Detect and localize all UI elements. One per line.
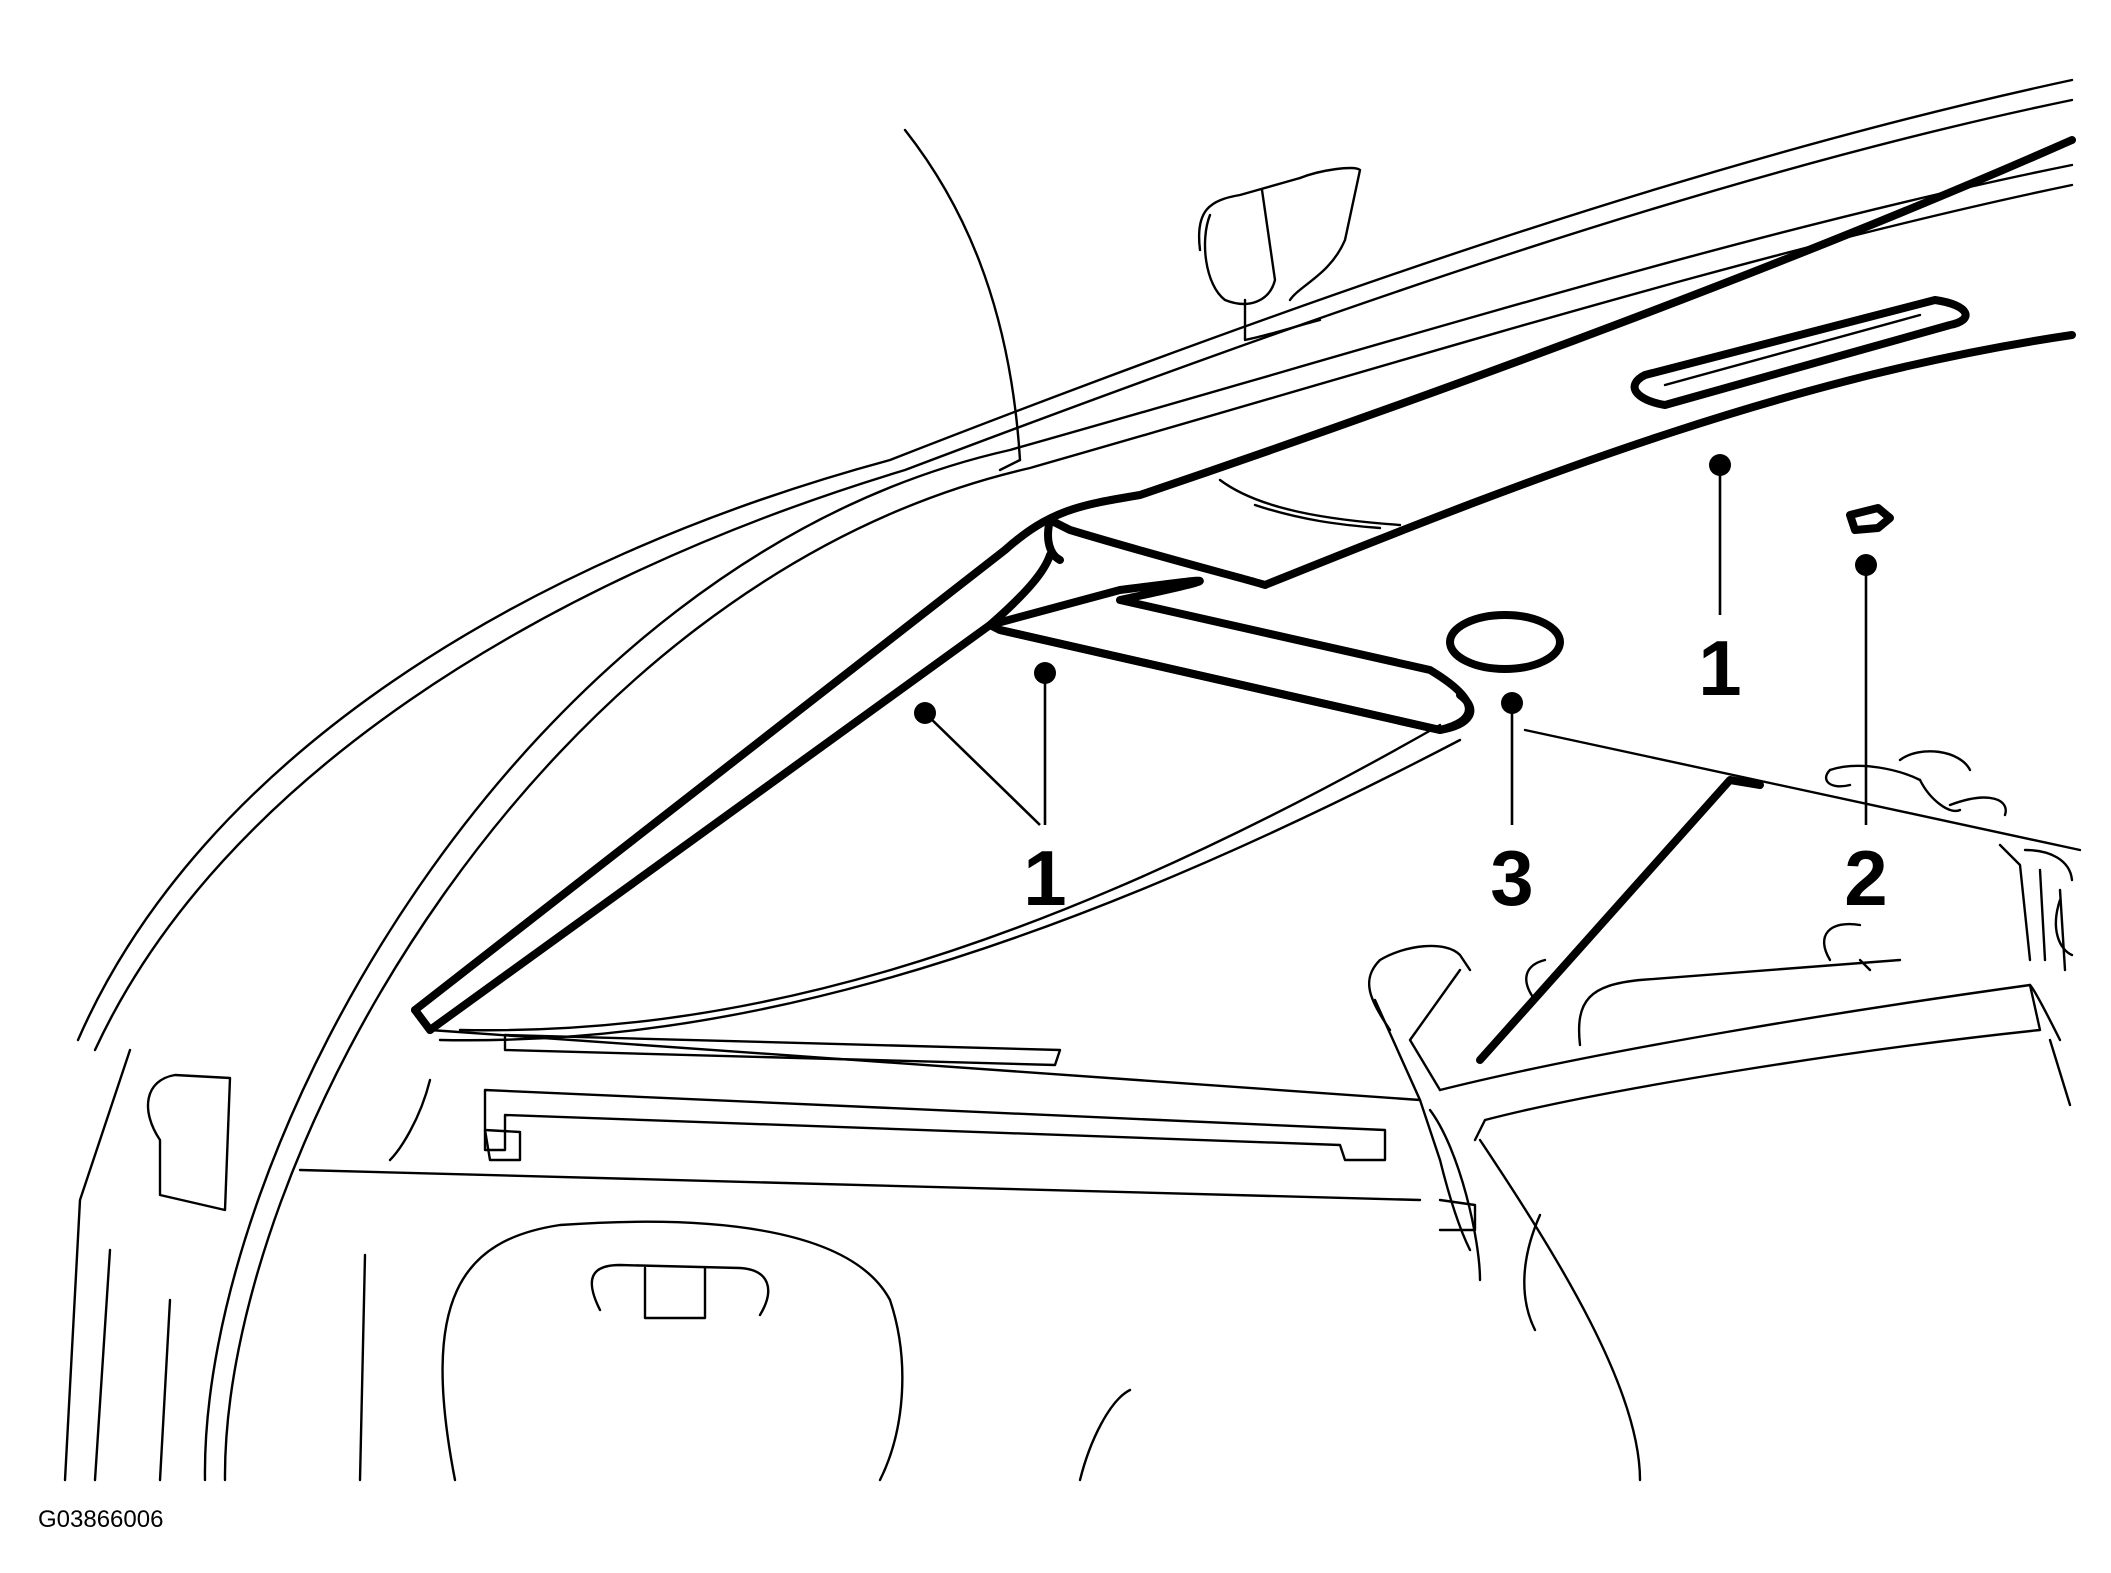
ring-item-3-icon	[1446, 611, 1564, 673]
callout-1-right: 1	[1698, 624, 1741, 712]
visor-garnish-strip	[986, 576, 1473, 734]
vehicle-interior-outline	[63, 78, 2082, 1482]
callout-3: 3	[1490, 834, 1533, 922]
headliner-trim-pieces	[411, 136, 2076, 1064]
b-pillar-trim	[1476, 776, 1764, 1064]
roof-rail-trim-outer	[411, 136, 2076, 1014]
overhead-lamp-garnish	[1630, 296, 1970, 409]
callout-1-left: 1	[1023, 834, 1066, 922]
figure-id: G03866006	[38, 1506, 163, 1533]
clip-item-2-icon	[1846, 504, 1894, 534]
callout-2: 2	[1844, 834, 1887, 922]
callout-leaders	[914, 454, 1877, 826]
